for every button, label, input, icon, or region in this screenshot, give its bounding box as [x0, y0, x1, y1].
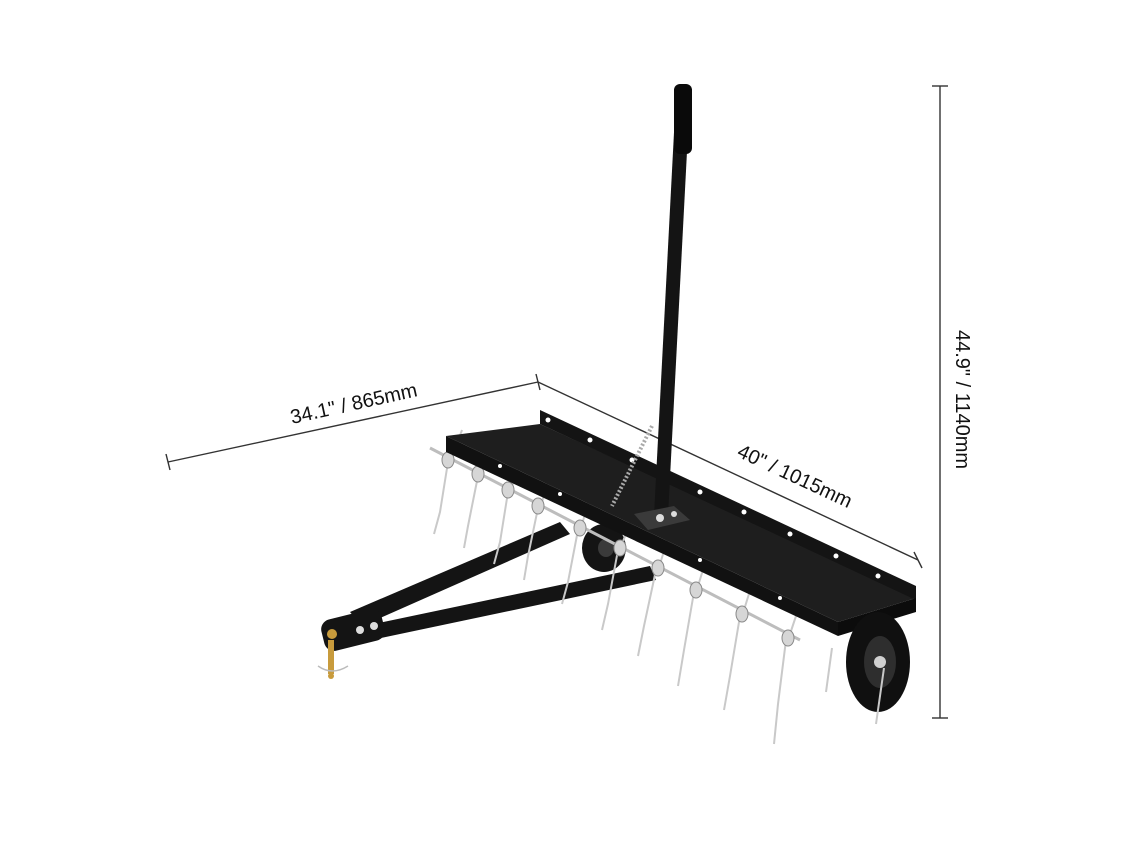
tow-frame [317, 522, 656, 679]
width-dimension-line [537, 381, 919, 561]
tray-top [446, 424, 916, 622]
width-dimension-tick-right [913, 551, 923, 569]
front-wheel [825, 612, 910, 725]
rear-wheel [582, 524, 626, 572]
tow-handle [610, 84, 692, 530]
tray-holes [498, 417, 881, 600]
weight-tray [446, 410, 916, 636]
tray-front-wall [446, 436, 838, 636]
lawn-aerator-illustration [317, 84, 916, 745]
depth-dimension-line [167, 381, 539, 463]
depth-dimension-tick-left [165, 453, 171, 471]
height-dimension-label: 44.9" / 1140mm [951, 330, 973, 469]
dimension-lines [165, 85, 948, 719]
spike-hubs [441, 451, 795, 647]
handle-grip [674, 84, 692, 154]
tray-back-lip [540, 410, 916, 600]
